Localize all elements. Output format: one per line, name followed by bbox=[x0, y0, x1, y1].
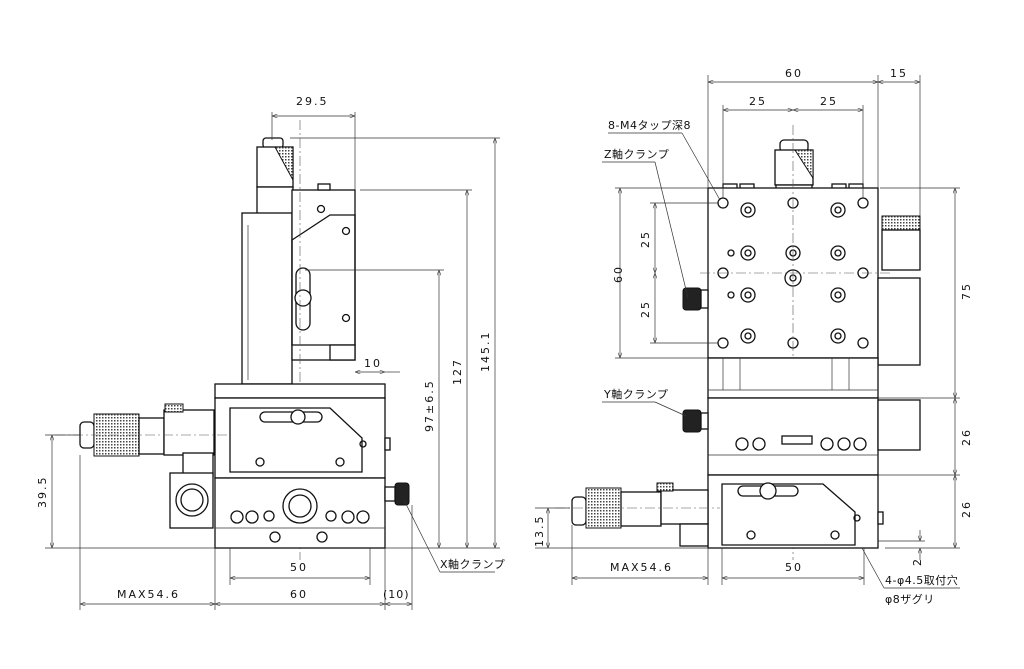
tap-note: 8-M4タップ深8 bbox=[608, 119, 691, 132]
hole-note: 4-φ4.5取付穴 bbox=[885, 573, 958, 587]
dim-29-5: 29.5 bbox=[296, 95, 329, 108]
dim-25-a: 25 bbox=[749, 95, 767, 108]
dim-145-1: 145.1 bbox=[479, 331, 492, 373]
z-stage-plate bbox=[291, 183, 356, 361]
dim-13-5: 13.5 bbox=[533, 515, 546, 548]
y-clamp-knob[interactable] bbox=[682, 409, 702, 433]
dim-max: MAX54.6 bbox=[117, 588, 180, 601]
front-view: 29.5 145.1 127 97±6.5 10 39.5 50 bbox=[36, 95, 505, 610]
y-stage bbox=[214, 383, 391, 479]
dim-50: 50 bbox=[290, 561, 308, 574]
x-micrometer-side bbox=[571, 482, 709, 547]
dim-max-side: MAX54.6 bbox=[610, 561, 673, 574]
counterbore-note: φ8ザグリ bbox=[885, 592, 935, 606]
dim-127: 127 bbox=[451, 358, 464, 385]
y-stage-side bbox=[682, 397, 921, 476]
dim-26-b: 26 bbox=[960, 500, 973, 518]
x-clamp-knob[interactable] bbox=[394, 482, 410, 506]
x-clamp-label: X軸クランプ bbox=[440, 557, 505, 571]
dim-25-b: 25 bbox=[820, 95, 838, 108]
front-view-dimensions: 29.5 145.1 127 97±6.5 10 39.5 50 bbox=[36, 95, 505, 610]
dim-10: 10 bbox=[364, 357, 382, 370]
z-side-micrometer bbox=[877, 215, 921, 366]
dim-60-v: 60 bbox=[612, 265, 625, 283]
z-column bbox=[241, 212, 293, 385]
y-micrometer bbox=[79, 403, 215, 477]
dim-60-top: 60 bbox=[785, 67, 803, 80]
dim-50-side: 50 bbox=[785, 561, 803, 574]
z-clamp-label: Z軸クランプ bbox=[604, 147, 669, 161]
dim-97: 97±6.5 bbox=[423, 379, 436, 432]
dim-26-a: 26 bbox=[960, 428, 973, 446]
dim-2: 2 bbox=[911, 557, 924, 566]
x-stage-side bbox=[707, 474, 884, 549]
middle-rails bbox=[707, 357, 879, 399]
z-micrometer bbox=[256, 137, 294, 216]
dim-10-ref: (10) bbox=[383, 588, 410, 601]
dim-60: 60 bbox=[290, 588, 308, 601]
dim-25-v1: 25 bbox=[639, 230, 652, 248]
side-view-dimensions: 60 15 25 25 8-M4タップ深8 Z軸クランプ 25 60 25 bbox=[533, 67, 973, 606]
z-micrometer-knob bbox=[774, 139, 814, 190]
side-view: 60 15 25 25 8-M4タップ深8 Z軸クランプ 25 60 25 bbox=[533, 67, 973, 606]
dim-39-5: 39.5 bbox=[36, 476, 49, 509]
dim-75: 75 bbox=[960, 282, 973, 300]
y-clamp-label: Y軸クランプ bbox=[603, 387, 668, 401]
z-clamp-knob[interactable] bbox=[682, 287, 702, 311]
dim-15: 15 bbox=[890, 67, 908, 80]
x-stage bbox=[169, 472, 410, 549]
dim-25-v2: 25 bbox=[639, 300, 652, 318]
